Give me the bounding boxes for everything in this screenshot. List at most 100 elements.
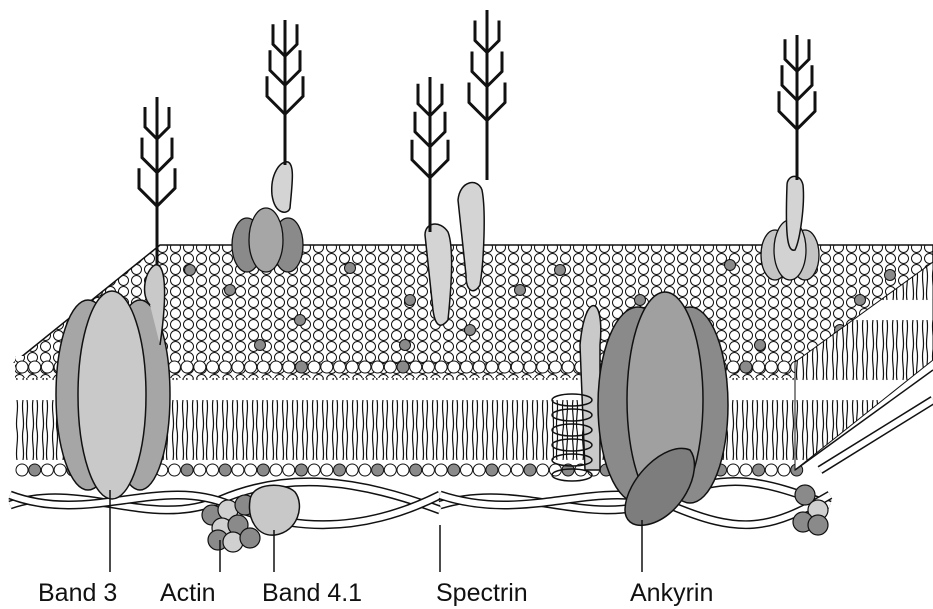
lipid-head xyxy=(499,464,511,476)
lipid-head xyxy=(232,464,244,476)
lipid-head xyxy=(345,263,356,274)
lipid-head xyxy=(511,361,523,373)
lipid-head xyxy=(29,464,41,476)
lipid-head xyxy=(753,464,765,476)
lipid-head xyxy=(765,464,777,476)
lipid-head xyxy=(486,361,498,373)
lipid-head xyxy=(410,361,422,373)
lipid-head xyxy=(727,464,739,476)
lipid-head xyxy=(740,361,752,373)
lipid-head xyxy=(29,361,41,373)
lipid-head xyxy=(283,361,295,373)
lipid-head xyxy=(219,361,231,373)
lipid-head xyxy=(207,464,219,476)
lipid-head xyxy=(537,361,549,373)
lipid-head xyxy=(232,361,244,373)
lipid-head xyxy=(435,361,447,373)
label-actin: Actin xyxy=(160,579,216,607)
lipid-head xyxy=(405,295,416,306)
lipid-head xyxy=(372,361,384,373)
lipid-head xyxy=(41,464,53,476)
lipid-head xyxy=(524,361,536,373)
label-band-3: Band 3 xyxy=(38,579,117,607)
lipid-head xyxy=(549,361,561,373)
lipid-head xyxy=(740,464,752,476)
lipid-head xyxy=(765,361,777,373)
lipid-head xyxy=(295,361,307,373)
lipid-head xyxy=(778,464,790,476)
lipid-head xyxy=(321,464,333,476)
lipid-head xyxy=(422,361,434,373)
lipid-head xyxy=(283,464,295,476)
lipid-head xyxy=(515,285,526,296)
lipid-head xyxy=(486,464,498,476)
lipid-head xyxy=(168,361,180,373)
lipid-head xyxy=(465,325,476,336)
lipid-head xyxy=(194,361,206,373)
lipid-head xyxy=(41,361,53,373)
lipid-head xyxy=(359,464,371,476)
lipid-head xyxy=(435,464,447,476)
carbohydrate-tree xyxy=(412,77,448,232)
lipid-head xyxy=(16,361,28,373)
band-3-protein xyxy=(56,265,170,499)
lipid-head xyxy=(270,464,282,476)
lipid-head xyxy=(727,361,739,373)
lipid-head xyxy=(448,361,460,373)
lipid-head xyxy=(855,295,866,306)
lipid-head xyxy=(257,361,269,373)
lipid-head xyxy=(346,464,358,476)
band-4-1-protein xyxy=(250,485,300,535)
lipid-head xyxy=(473,464,485,476)
label-band-4-1: Band 4.1 xyxy=(262,579,362,607)
lipid-head xyxy=(16,464,28,476)
lipid-head xyxy=(461,361,473,373)
lipid-head xyxy=(207,361,219,373)
lipid-head xyxy=(422,464,434,476)
lipid-head xyxy=(410,464,422,476)
lipid-head xyxy=(473,361,485,373)
lipid-head xyxy=(725,260,736,271)
lipid-head xyxy=(524,464,536,476)
lipid-head xyxy=(194,464,206,476)
lipid-head xyxy=(181,464,193,476)
lipid-head xyxy=(257,464,269,476)
carbohydrate-tree xyxy=(469,10,505,180)
carbohydrate-tree xyxy=(779,35,815,180)
lipid-head xyxy=(219,464,231,476)
lipid-head xyxy=(245,361,257,373)
lipid-head xyxy=(295,464,307,476)
lipid-head xyxy=(245,464,257,476)
lipid-head xyxy=(346,361,358,373)
lipid-head xyxy=(384,464,396,476)
lipid-head xyxy=(321,361,333,373)
label-spectrin: Spectrin xyxy=(436,579,528,607)
lipid-head xyxy=(334,361,346,373)
lipid-head xyxy=(753,361,765,373)
lipid-head xyxy=(255,340,266,351)
lipid-head xyxy=(635,295,646,306)
lipid-head xyxy=(270,361,282,373)
carbohydrate-tree xyxy=(267,20,303,165)
lipid-head xyxy=(334,464,346,476)
lipid-head xyxy=(295,315,306,326)
lipid-head xyxy=(181,361,193,373)
lipid-head xyxy=(562,361,574,373)
lipid-head xyxy=(384,361,396,373)
lipid-head xyxy=(885,270,896,281)
lipid-head xyxy=(397,464,409,476)
lipid-head xyxy=(54,464,66,476)
lipid-head xyxy=(308,361,320,373)
lipid-head xyxy=(499,361,511,373)
lipid-head xyxy=(511,464,523,476)
carbohydrate-tree xyxy=(139,97,175,265)
lipid-head xyxy=(400,340,411,351)
lipid-head xyxy=(461,464,473,476)
lipid-head xyxy=(372,464,384,476)
lipid-head xyxy=(448,464,460,476)
lipid-head xyxy=(755,340,766,351)
lipid-head xyxy=(225,285,236,296)
lipid-head xyxy=(555,265,566,276)
